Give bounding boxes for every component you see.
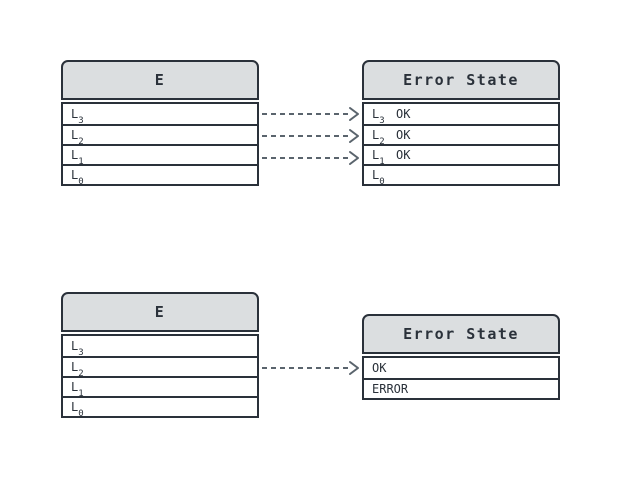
table-row: L3 [63,336,257,358]
row-label-subscript: 2 [78,369,84,380]
row-label: L2 [71,360,95,379]
row-label-subscript: 0 [379,177,385,188]
table-row: L2 OK [364,124,558,147]
row-label: L2 [71,128,95,147]
arrow-l2 [262,129,359,143]
table-header: Error State [362,60,560,100]
table-error-state-bottom: Error State OK ERROR [362,314,560,400]
row-label: L2 [372,128,396,147]
row-label-text: L [71,400,79,414]
row-label: OK [372,361,396,375]
table-row: OK [364,358,558,378]
row-label-text: L [71,339,79,353]
row-label-text: L [71,380,79,394]
row-label-text: ERROR [372,382,409,396]
table-row: L2 [63,356,257,379]
arrowhead-icon [349,129,359,143]
table-body: L3 L2 L1 L0 [61,334,259,419]
table-row: L0 [63,396,257,419]
row-label-subscript: 3 [78,116,84,127]
table-body: L3 OK L2 OK L1 OK L0 [362,102,560,187]
row-label-subscript: 3 [379,116,385,127]
table-e-bottom: E L3 L2 L1 L0 [61,292,259,419]
arrow-l2-to-ok [262,361,359,375]
arrow-l1 [262,151,359,165]
row-label-subscript: 3 [78,348,84,359]
row-label-subscript: 2 [379,137,385,148]
arrowhead-icon [349,107,359,121]
table-row: L1 OK [364,144,558,167]
row-label-text: L [71,360,79,374]
row-label-text: OK [372,361,387,375]
row-label: L0 [71,400,95,419]
table-row: L0 [63,164,257,187]
table-row: L3 OK [364,104,558,126]
row-value: OK [396,107,411,121]
row-label: ERROR [372,382,408,396]
table-row: L2 [63,124,257,147]
table-row: L1 [63,144,257,167]
row-label-subscript: 1 [78,389,84,400]
arrowhead-icon [349,361,359,375]
row-label-subscript: 0 [78,177,84,188]
row-label-text: L [372,148,380,162]
row-label: L0 [71,168,95,187]
row-label-subscript: 1 [78,157,84,168]
arrow-l3 [262,107,359,121]
row-value: OK [396,148,411,162]
row-label-text: L [372,128,380,142]
row-label-text: L [71,107,79,121]
arrowhead-icon [349,151,359,165]
row-label-text: L [372,107,380,121]
row-label: L1 [71,380,95,399]
row-label: L0 [372,168,396,187]
table-body: L3 L2 L1 L0 [61,102,259,187]
row-label: L3 [71,339,95,358]
table-row: L0 [364,164,558,187]
row-label: L1 [372,148,396,167]
table-error-state-top: Error State L3 OK L2 OK L1 OK L0 [362,60,560,187]
row-label-subscript: 1 [379,157,385,168]
table-row: L3 [63,104,257,126]
row-value: OK [396,128,411,142]
row-label-text: L [71,128,79,142]
table-header: Error State [362,314,560,354]
row-label-subscript: 2 [78,137,84,148]
table-body: OK ERROR [362,356,560,400]
row-label: L3 [372,107,396,126]
row-label: L3 [71,107,95,126]
table-row: ERROR [364,378,558,398]
row-label-text: L [372,168,380,182]
table-header: E [61,60,259,100]
table-e-top: E L3 L2 L1 L0 [61,60,259,187]
row-label-subscript: 0 [78,409,84,420]
table-header: E [61,292,259,332]
row-label-text: L [71,168,79,182]
row-label: L1 [71,148,95,167]
row-label-text: L [71,148,79,162]
table-row: L1 [63,376,257,399]
